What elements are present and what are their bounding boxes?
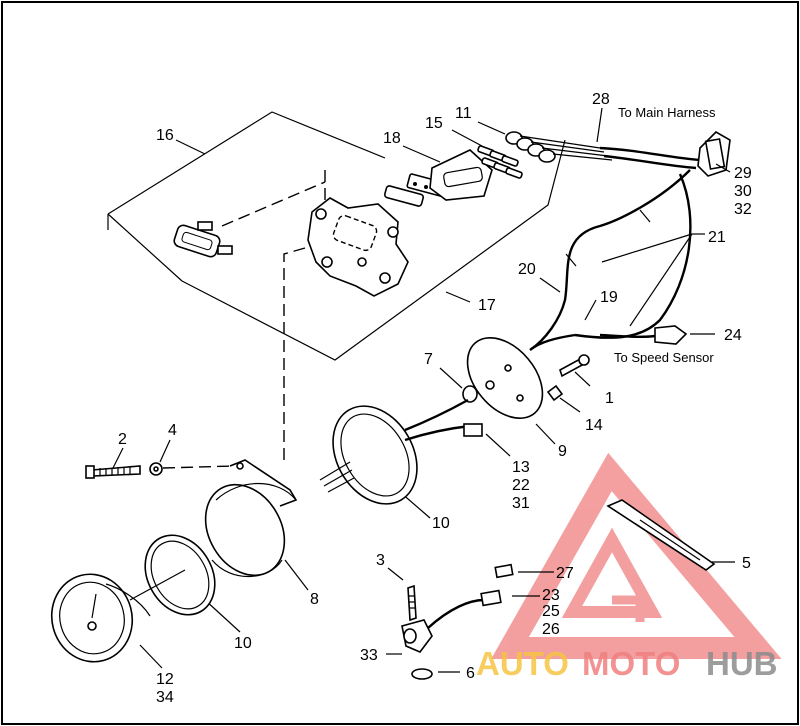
cable-tie <box>606 499 716 571</box>
callout-10-lower: 10 <box>234 635 252 652</box>
watermark-moto: MOTO <box>582 645 680 682</box>
callout-7: 7 <box>424 351 433 368</box>
small-hardware <box>85 354 590 479</box>
callout-34: 34 <box>156 689 174 706</box>
callout-15: 15 <box>425 115 443 132</box>
watermark-wordmark: AUTO MOTO HUB <box>476 645 778 682</box>
callout-29: 29 <box>734 165 752 182</box>
connector-housing <box>429 149 493 201</box>
callout-13: 13 <box>512 459 530 476</box>
retaining-cup-upper <box>319 398 483 505</box>
speed-sensor-assembly <box>401 563 514 680</box>
connector-clip <box>173 170 326 258</box>
callout-2: 2 <box>118 431 127 448</box>
callout-14: 14 <box>585 417 603 434</box>
wire-seals <box>505 131 613 163</box>
callout-26: 26 <box>542 621 560 638</box>
callout-31: 31 <box>512 495 530 512</box>
assembly-dash-lines <box>162 247 306 469</box>
callout-22: 22 <box>512 477 530 494</box>
callout-30: 30 <box>734 183 752 200</box>
callout-19: 19 <box>600 289 618 306</box>
watermark-hub: HUB <box>706 645 778 682</box>
wiring-harness <box>529 131 731 351</box>
leader-lines <box>111 107 735 673</box>
inset-box <box>107 111 566 361</box>
callout-9: 9 <box>558 443 567 460</box>
callout-28: 28 <box>592 91 610 108</box>
watermark-logo <box>491 452 782 659</box>
callout-11: 11 <box>455 105 472 122</box>
callout-33: 33 <box>360 647 378 664</box>
callout-23: 23 <box>542 587 560 604</box>
callout-1: 1 <box>605 390 614 407</box>
callout-4: 4 <box>168 422 177 439</box>
gauge-housing <box>204 459 298 578</box>
mounting-plate <box>462 337 544 419</box>
note-to-speed-sensor: To Speed Sensor <box>614 350 714 365</box>
callout-25: 25 <box>542 603 560 620</box>
note-to-main-harness: To Main Harness <box>618 105 716 120</box>
callout-16: 16 <box>156 127 174 144</box>
callout-labels: 1 2 3 4 5 6 7 8 9 10 10 11 12 13 14 15 1… <box>118 91 752 706</box>
callout-6: 6 <box>466 665 475 682</box>
retaining-ring-lower <box>129 534 216 616</box>
callout-27: 27 <box>556 565 574 582</box>
callout-3: 3 <box>376 552 385 569</box>
callout-17: 17 <box>478 297 496 314</box>
callout-24: 24 <box>724 327 742 344</box>
callout-5: 5 <box>742 555 751 572</box>
callout-20: 20 <box>518 261 536 278</box>
watermark-auto: AUTO <box>476 645 569 682</box>
callout-18: 18 <box>383 130 401 147</box>
callout-32: 32 <box>734 201 752 218</box>
callout-21: 21 <box>708 229 726 246</box>
bracket-plate <box>307 197 409 297</box>
callout-8: 8 <box>310 591 319 608</box>
speedometer-gauge <box>50 573 151 663</box>
callout-12: 12 <box>156 671 174 688</box>
pin-terminals <box>477 145 523 179</box>
callout-10-upper: 10 <box>432 515 450 532</box>
